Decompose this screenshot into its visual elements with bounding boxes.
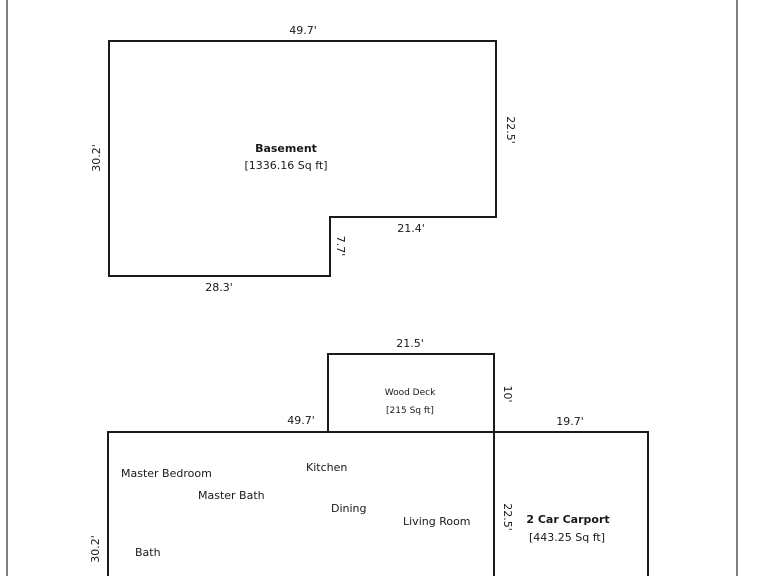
carport-label: 2 Car Carport	[526, 513, 609, 526]
main-floor-dim-right: 22.5'	[501, 503, 514, 531]
basement-dim-step-vertical: 7.7'	[334, 236, 347, 257]
basement-dim-left: 30.2'	[90, 144, 103, 172]
main-floor-dim-left: 30.2'	[89, 535, 102, 563]
wood-deck-label: Wood Deck	[385, 388, 436, 398]
room-label-master-bedroom: Master Bedroom	[121, 467, 212, 480]
room-label-bath: Bath	[135, 546, 161, 559]
room-label-dining: Dining	[331, 502, 367, 515]
carport-dim-top: 19.7'	[556, 415, 584, 428]
basement-dim-right: 22.5'	[504, 116, 517, 144]
wood-deck-area: [215 Sq ft]	[386, 406, 434, 416]
basement-label: Basement	[255, 142, 317, 155]
carport-area: [443.25 Sq ft]	[529, 531, 605, 544]
room-label-master-bath: Master Bath	[198, 489, 265, 502]
wood-deck-dim-top: 21.5'	[396, 337, 424, 350]
basement-outline	[108, 40, 497, 277]
main-floor-dim-top: 49.7'	[287, 414, 315, 427]
room-label-kitchen: Kitchen	[306, 461, 347, 474]
wood-deck-dim-right: 10'	[501, 385, 514, 402]
room-label-living-room: Living Room	[403, 515, 471, 528]
main-floor-outline	[107, 431, 495, 576]
basement-dim-top: 49.7'	[289, 24, 317, 37]
basement-area: [1336.16 Sq ft]	[244, 159, 327, 172]
carport-outline	[494, 431, 649, 576]
basement-dim-bottom: 28.3'	[205, 281, 233, 294]
basement-dim-step-horizontal: 21.4'	[397, 222, 425, 235]
